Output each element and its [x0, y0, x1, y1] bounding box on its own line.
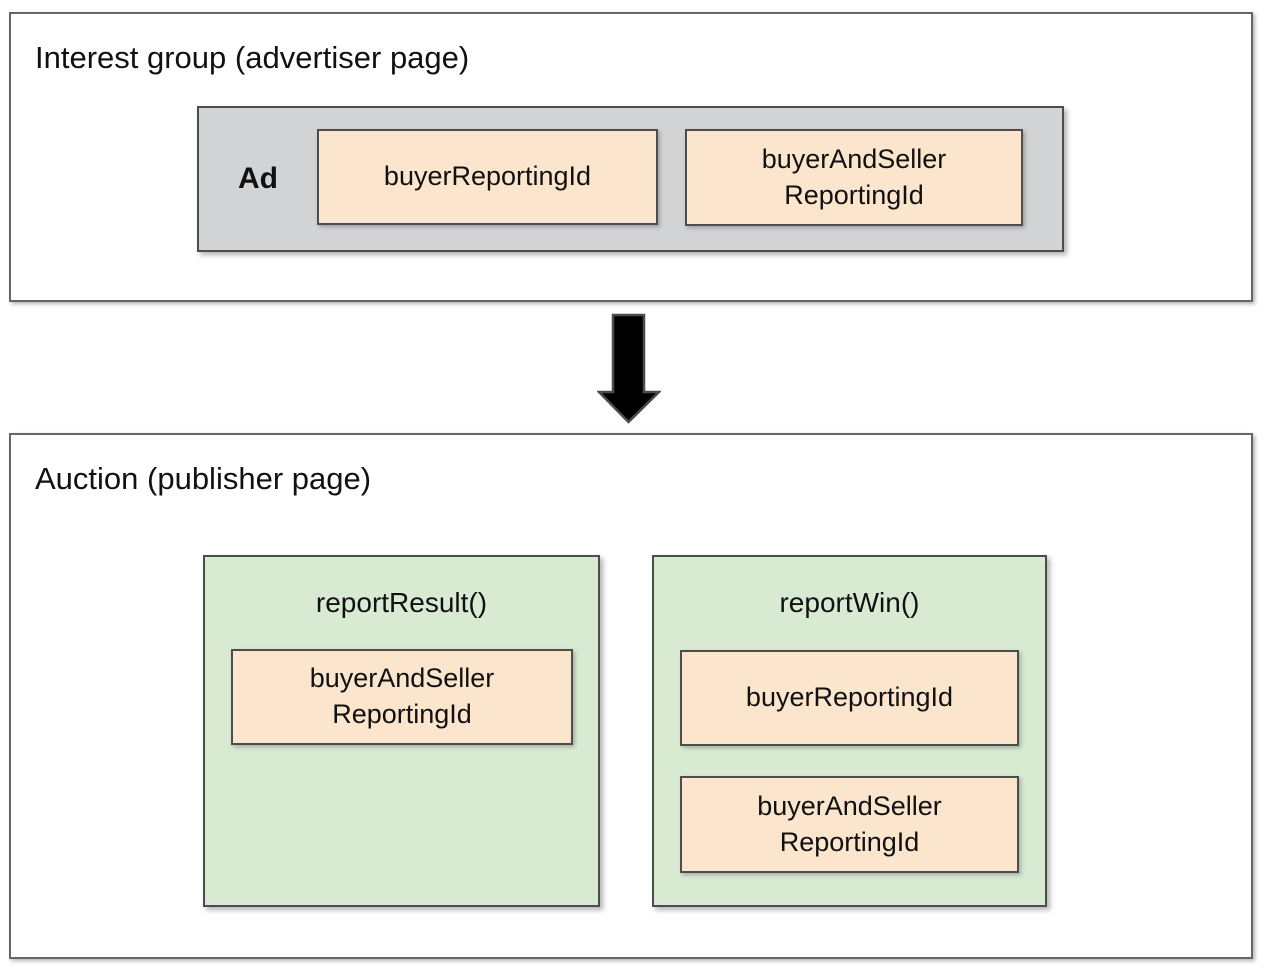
ad-container: Ad buyerReportingId buyerAndSeller Repor… [197, 106, 1064, 252]
ad-label: Ad [238, 162, 278, 195]
report-result-box: reportResult() buyerAndSeller ReportingI… [203, 555, 600, 907]
field-buyer-and-seller-reporting-id: buyerAndSeller ReportingId [680, 776, 1019, 873]
field-buyer-reporting-id: buyerReportingId [317, 129, 658, 225]
interest-group-panel: Interest group (advertiser page) Ad buye… [9, 12, 1253, 302]
function-name: reportWin() [779, 587, 920, 618]
auction-title: Auction (publisher page) [35, 461, 372, 496]
down-arrow-icon [597, 313, 661, 424]
report-win-box: reportWin() buyerReportingId buyerAndSel… [652, 555, 1047, 907]
field-label: buyerAndSeller ReportingId [309, 663, 495, 729]
field-buyer-and-seller-reporting-id: buyerAndSeller ReportingId [685, 129, 1023, 226]
field-label: buyerReportingId [383, 161, 592, 192]
field-label: buyerAndSeller ReportingId [757, 790, 942, 857]
field-label: buyerReportingId [745, 682, 954, 713]
auction-panel: Auction (publisher page) reportResult() … [9, 433, 1253, 959]
field-buyer-and-seller-reporting-id: buyerAndSeller ReportingId [231, 649, 573, 745]
interest-group-title: Interest group (advertiser page) [35, 40, 470, 75]
field-label: buyerAndSeller ReportingId [761, 143, 947, 210]
function-name: reportResult() [315, 587, 488, 618]
field-buyer-reporting-id: buyerReportingId [680, 650, 1019, 746]
